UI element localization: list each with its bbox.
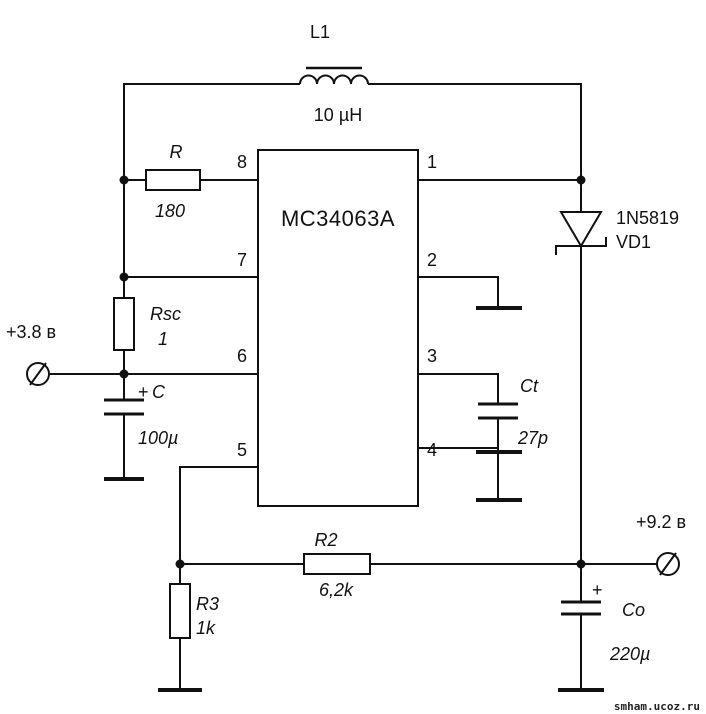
inductor-ref: L1: [310, 22, 330, 42]
input-voltage-label: +3.8 в: [6, 322, 56, 342]
output-terminal: +9.2 в: [636, 512, 686, 576]
inductor-value: 10 µH: [314, 105, 362, 125]
resistor-r-value: 180: [155, 201, 185, 221]
resistor-r3: R3 1k: [169, 583, 219, 639]
diode-vd1: 1N5819 VD1: [555, 208, 679, 255]
resistor-rsc-ref: Rsc: [150, 304, 181, 324]
diode-ref: VD1: [616, 232, 651, 252]
capacitor-co-value: 220µ: [609, 644, 650, 664]
pin-1-label: 1: [427, 152, 437, 172]
resistor-rsc-value: 1: [158, 329, 168, 349]
ic-label: MC34063A: [281, 206, 395, 231]
watermark: smham.ucoz.ru: [614, 700, 700, 713]
pin-3-label: 3: [427, 346, 437, 366]
capacitor-c-in: + C 100µ: [104, 382, 178, 448]
junctions: [119, 175, 586, 569]
capacitor-c-polarity: +: [138, 382, 149, 402]
resistor-r2-value: 6,2k: [319, 580, 354, 600]
pin-2-label: 2: [427, 250, 437, 270]
pin-5-label: 5: [237, 440, 247, 460]
pin-8-label: 8: [237, 152, 247, 172]
capacitor-ct-ref: Ct: [520, 376, 539, 396]
capacitor-ct: Ct 27p: [478, 376, 548, 448]
resistor-r: R 180: [145, 142, 201, 221]
resistor-rsc: Rsc 1: [113, 297, 181, 351]
capacitor-ct-value: 27p: [517, 428, 548, 448]
inductor-l1: L1 10 µH: [299, 22, 369, 125]
capacitor-c-ref: C: [152, 382, 166, 402]
diode-part: 1N5819: [616, 208, 679, 228]
pin-4-label: 4: [427, 440, 437, 460]
capacitor-co-ref: Co: [622, 600, 645, 620]
output-voltage-label: +9.2 в: [636, 512, 686, 532]
resistor-r2: R2 6,2k: [303, 530, 371, 600]
capacitor-co-polarity: +: [592, 580, 603, 600]
capacitor-c-value: 100µ: [138, 428, 178, 448]
resistor-r-ref: R: [170, 142, 183, 162]
ic-mc34063a: MC34063A 8 7 6 5 1 2 3 4: [237, 149, 437, 507]
capacitor-co: + Co 220µ: [561, 580, 650, 664]
resistor-r3-ref: R3: [196, 594, 219, 614]
input-terminal: +3.8 в: [6, 322, 56, 386]
pin-7-label: 7: [237, 250, 247, 270]
resistor-r3-value: 1k: [196, 618, 216, 638]
resistor-r2-ref: R2: [314, 530, 337, 550]
ground-symbols: [104, 306, 604, 692]
pin-6-label: 6: [237, 346, 247, 366]
